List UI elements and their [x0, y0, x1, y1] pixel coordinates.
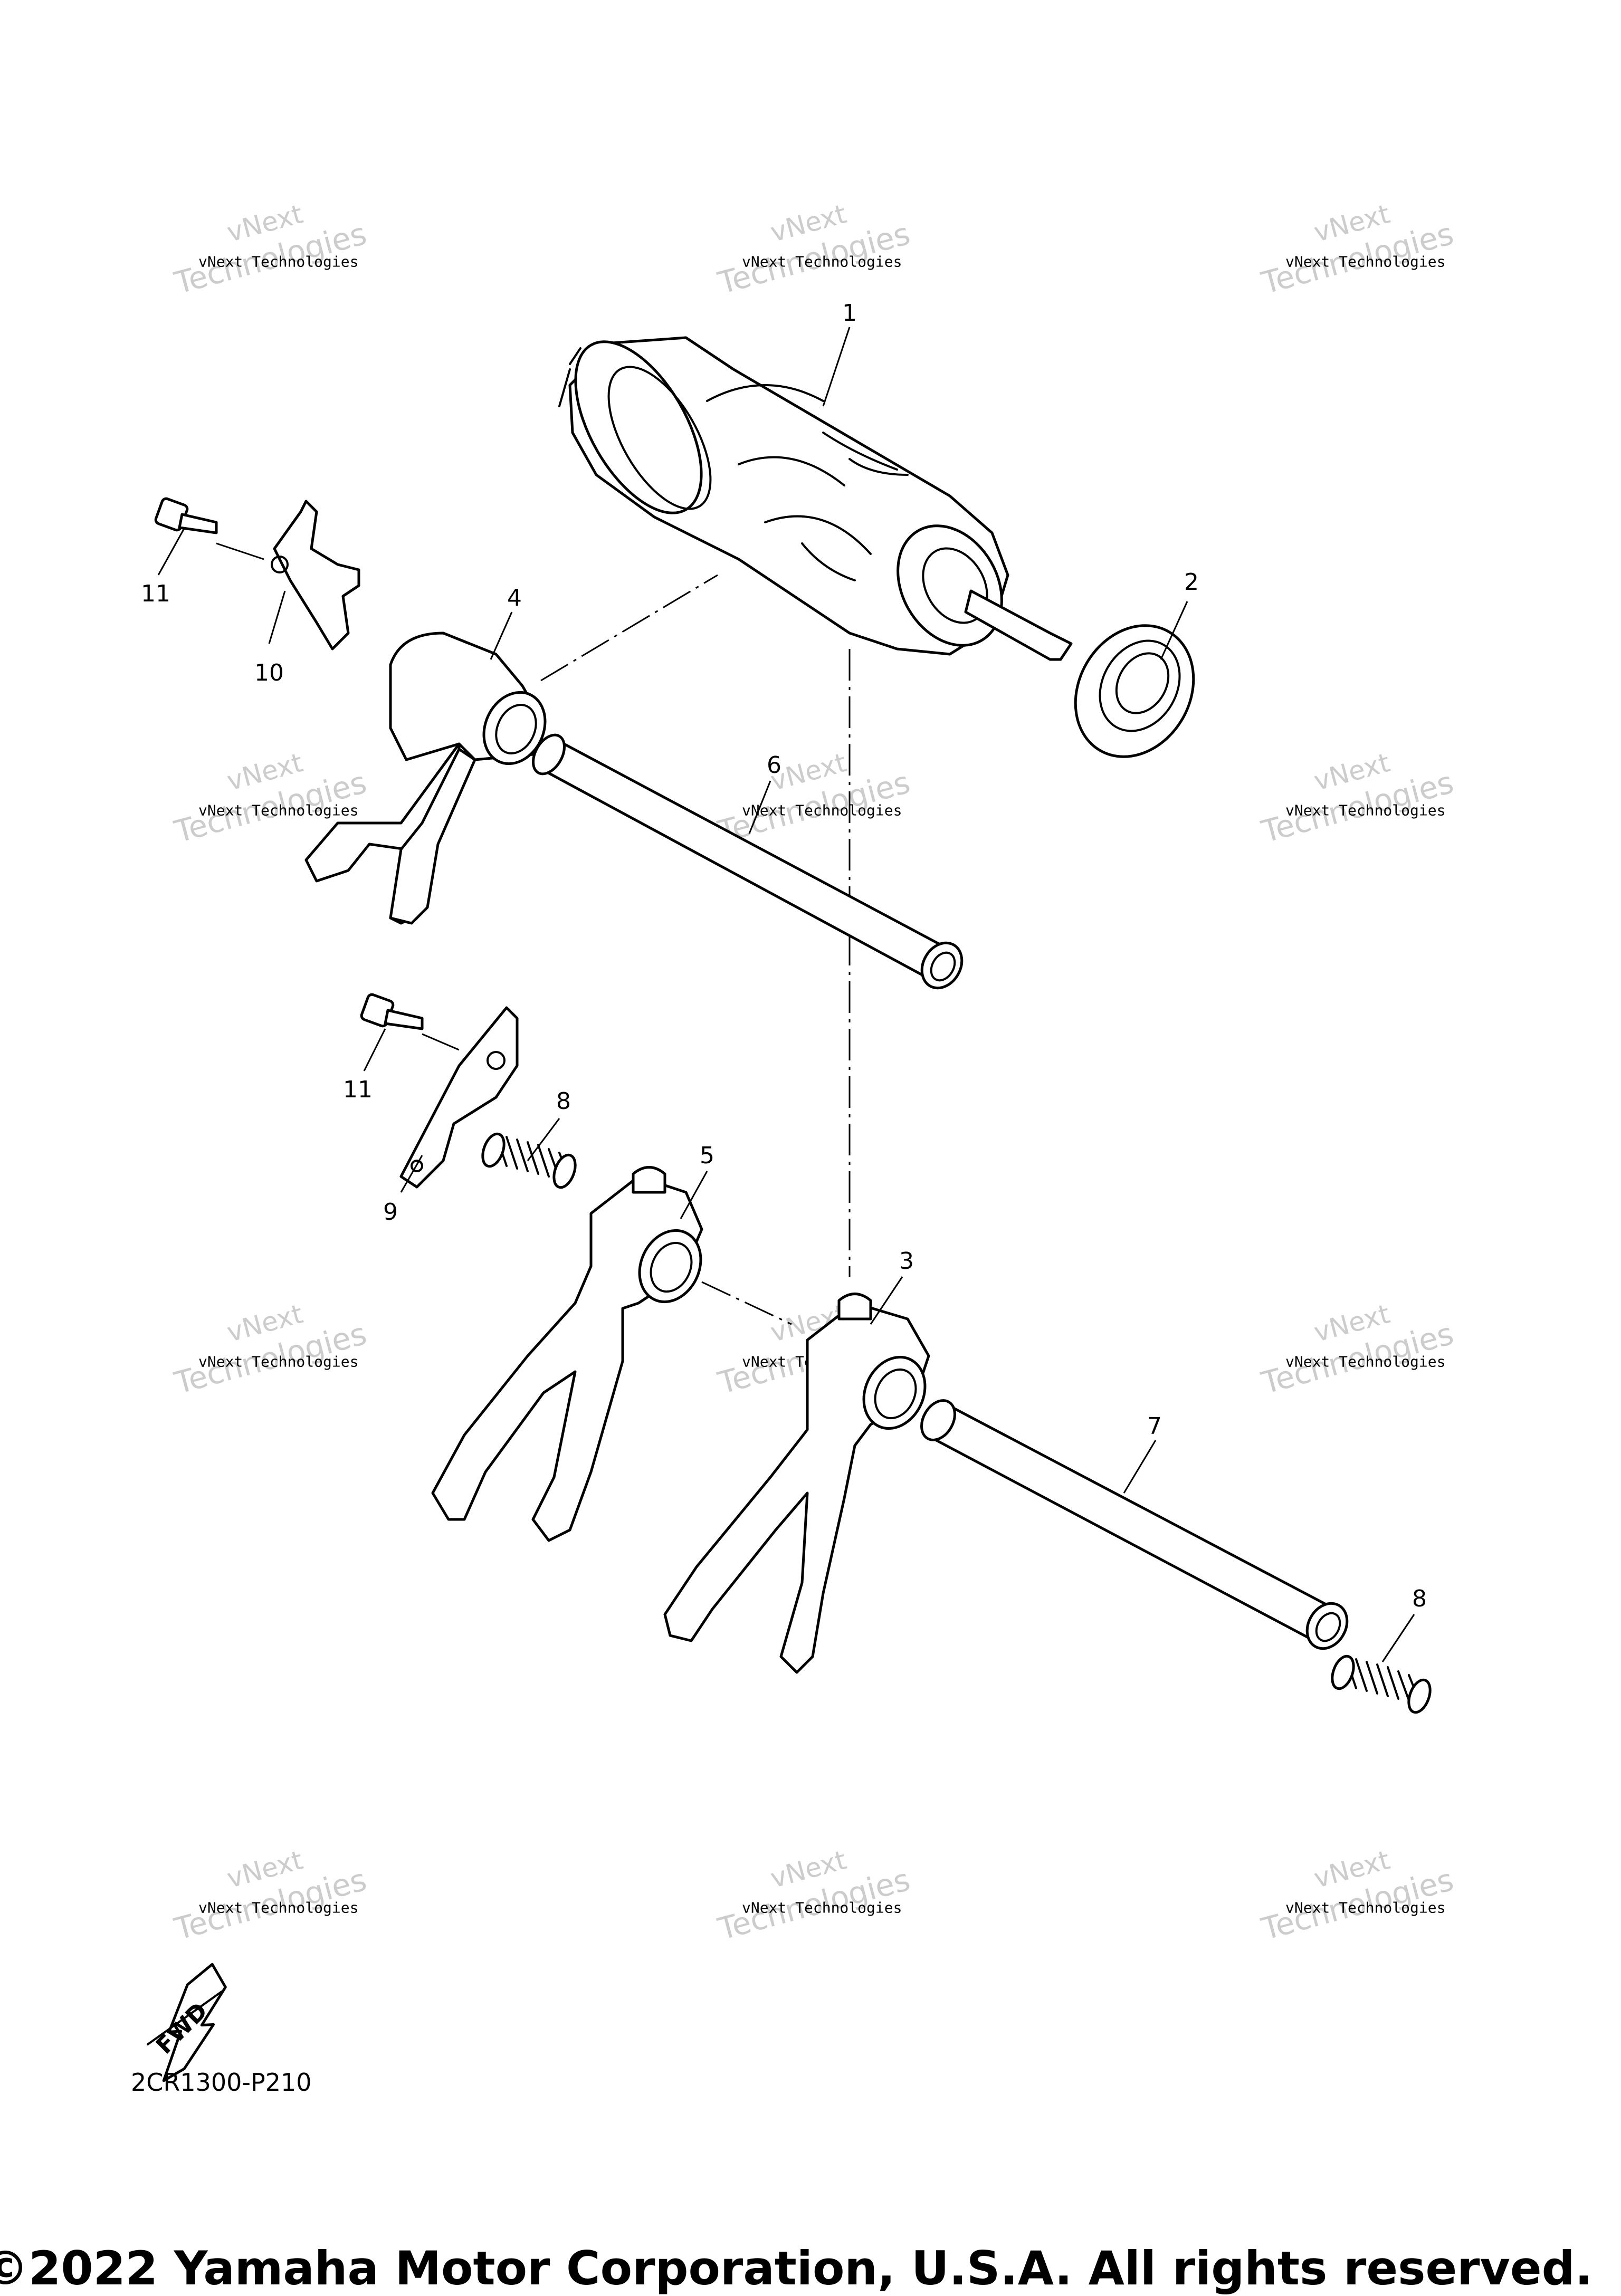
spring-left: [481, 1132, 577, 1189]
callout-9: 9: [383, 1199, 398, 1226]
watermark-small-text: vNext Technologies: [198, 1353, 358, 1371]
leader-lines: [157, 327, 1415, 1662]
callout-3: 3: [899, 1248, 914, 1275]
shift-fork-upper: [304, 632, 547, 925]
watermark-small-text: vNext Technologies: [1285, 802, 1445, 819]
callout-7: 7: [1147, 1413, 1162, 1440]
watermark-small-text: vNext Technologies: [198, 253, 358, 271]
fork-shaft-upper: [532, 733, 964, 990]
watermark-small-text: vNext Technologies: [198, 1899, 358, 1917]
shift-fork-middle: [431, 1166, 703, 1542]
watermark-small-text: vNext Technologies: [742, 1899, 902, 1917]
diagram-reference-code: 2CR1300-P210: [131, 2068, 312, 2097]
watermark-small-text: vNext Technologies: [1285, 1899, 1445, 1917]
fork-shaft-lower: [920, 1399, 1349, 1650]
watermark-small-text: vNext Technologies: [742, 253, 902, 271]
stopper-plate-upper: [271, 500, 360, 650]
watermark-small-text: vNext Technologies: [742, 802, 902, 819]
callout-4: 4: [507, 585, 522, 611]
watermark-small-text: vNext Technologies: [1285, 253, 1445, 271]
callout-6: 6: [767, 752, 781, 779]
callout-2: 2: [1184, 569, 1199, 596]
callout-1: 1: [842, 300, 857, 327]
callout-8b: 8: [1412, 1585, 1427, 1612]
bolt-upper: [154, 497, 218, 534]
watermark-small-text: vNext Technologies: [1285, 1353, 1445, 1371]
shift-fork-lower: [663, 1293, 930, 1674]
fwd-arrow-icon: FWD: [147, 1963, 227, 2082]
spring-right: [1331, 1654, 1432, 1714]
bearing: [1074, 624, 1195, 758]
callout-5: 5: [700, 1142, 714, 1169]
callout-11a: 11: [141, 580, 170, 607]
callout-labels: 1 2 3 4 5 6 7 8 8 9 10 11 11: [141, 300, 1427, 1612]
callout-11b: 11: [343, 1076, 373, 1103]
bolt-lower: [360, 993, 424, 1030]
copyright-notice: ©2022 Yamaha Motor Corporation, U.S.A. A…: [0, 2241, 1593, 2295]
callout-10: 10: [254, 659, 284, 686]
stopper-plate-lower: [399, 1006, 519, 1189]
callout-8a: 8: [556, 1088, 571, 1115]
shift-drum: [558, 336, 1073, 661]
assembly-lines: [540, 574, 851, 1325]
watermark-small-text: vNext Technologies: [198, 802, 358, 819]
